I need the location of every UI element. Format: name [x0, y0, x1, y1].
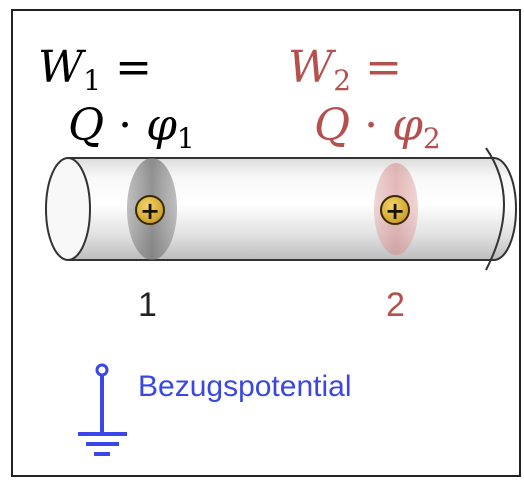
equation-1-var: W — [38, 42, 84, 93]
equation-2-var: W — [288, 42, 334, 93]
equation-1-op: = — [115, 42, 152, 93]
equation-1-var-sub: 1 — [83, 64, 102, 97]
position-label-2: 2 — [386, 286, 405, 324]
charge-2: + — [380, 195, 410, 225]
equation-2-phi-sub: 2 — [422, 122, 441, 155]
border — [11, 9, 521, 477]
equation-1-phi-sub: 1 — [176, 122, 195, 155]
equation-1-q: Q — [68, 100, 105, 151]
equation-2-q: Q — [314, 100, 351, 151]
equation-2-dot: · — [364, 100, 379, 151]
conductor-tube — [45, 147, 517, 271]
equation-2-line-2: Q · φ2 — [314, 104, 441, 153]
charge-1-symbol: + — [140, 197, 160, 225]
equation-2-var-sub: 2 — [333, 64, 352, 97]
position-label-1: 1 — [138, 286, 157, 324]
equation-2-line-1: W2 = — [288, 46, 402, 95]
equation-1-dot: · — [118, 100, 133, 151]
equation-2-phi: φ — [392, 100, 423, 151]
equation-1-line-2: Q · φ1 — [68, 104, 195, 153]
ground-icon — [78, 363, 127, 456]
equation-1-phi: φ — [146, 100, 177, 151]
equation-1-line-1: W1 = — [38, 46, 152, 95]
reference-label: Bezugspotential — [138, 370, 352, 403]
charge-2-symbol: + — [385, 197, 405, 225]
charge-1: + — [135, 195, 165, 225]
equation-2-op: = — [365, 42, 402, 93]
